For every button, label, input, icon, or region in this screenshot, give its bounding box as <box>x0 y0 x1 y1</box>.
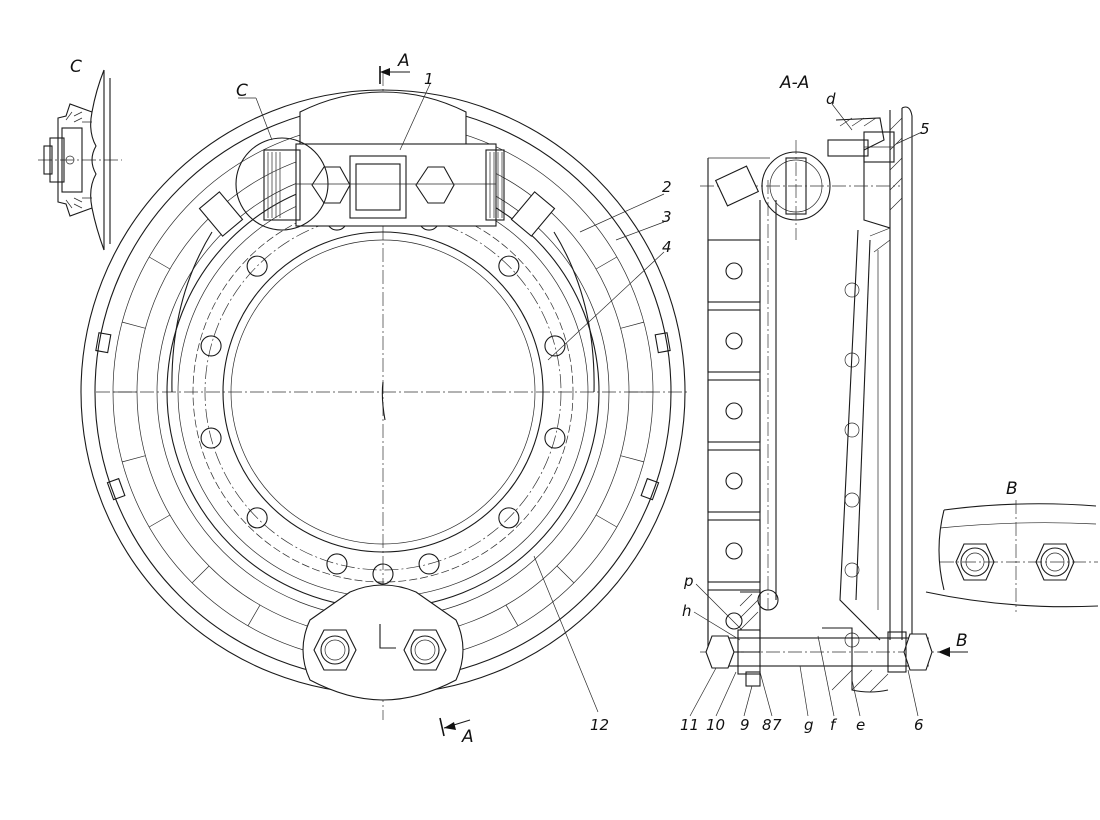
bolt-hole <box>246 507 268 529</box>
shoe-block <box>707 519 761 583</box>
shoe-ends <box>171 191 595 393</box>
drum-slots <box>95 332 671 501</box>
plate-hatching <box>839 117 903 253</box>
view-c-detail-label: C <box>70 57 82 77</box>
view-b-arrow-label: B <box>956 631 968 651</box>
part-4-label: 4 <box>662 238 672 256</box>
section-wheel-cylinder <box>700 131 900 240</box>
point-h-label: h <box>682 602 692 620</box>
bolt-hole <box>498 255 520 277</box>
wheel-cylinder <box>263 91 505 227</box>
anchor-bracket <box>302 563 464 701</box>
drum-rib <box>620 321 644 329</box>
section-a-top-mark: A <box>379 51 410 84</box>
drum-rib <box>191 565 210 584</box>
part-12-label: 12 <box>590 716 609 734</box>
section-a-top-label: A <box>397 51 410 71</box>
shoe-block <box>707 379 761 443</box>
part-5-label: 5 <box>920 120 930 138</box>
view-c-callout-label: C <box>236 81 248 101</box>
shoe-rivet-right <box>844 282 860 298</box>
shoe-rivet <box>725 332 743 350</box>
bolt-hole <box>326 553 348 575</box>
part-8-label: 8 <box>762 716 772 734</box>
part-3-label: 3 <box>662 208 672 226</box>
part-7-label: 7 <box>772 716 782 734</box>
part-10-label: 10 <box>706 716 725 734</box>
point-g-label: g <box>804 716 814 734</box>
view-b-nut-right <box>1035 543 1075 581</box>
point-e-label: e <box>856 716 865 734</box>
shoe-rivet-right <box>844 492 860 508</box>
shoe-rivet <box>725 262 743 280</box>
drum-slot <box>654 332 671 354</box>
bolt-hole <box>498 507 520 529</box>
section-shoe-blocks <box>707 239 860 653</box>
hub-bore <box>222 231 544 553</box>
drum-rib <box>556 565 575 584</box>
part-2-label: 2 <box>662 178 672 196</box>
drum-rib <box>620 455 644 463</box>
point-p-label: p <box>683 572 694 590</box>
shoe-rivet <box>725 542 743 560</box>
drum-rib <box>595 514 618 528</box>
shoe-rivet-right <box>844 422 860 438</box>
shoe-block <box>707 449 761 513</box>
drum-slot <box>106 477 126 501</box>
bolt-hole <box>246 255 268 277</box>
shoe-rivet <box>725 612 743 630</box>
drum-slot <box>95 332 112 354</box>
section-aa-title: A-A <box>779 73 809 93</box>
main-front-view: A A C 1 2 3 4 12 <box>80 51 690 747</box>
section-a-bottom-label: A <box>461 727 474 747</box>
detail-view-c: C <box>38 57 122 251</box>
view-b-nut-left <box>955 543 995 581</box>
drum-rib <box>148 514 171 528</box>
shoe-block <box>707 309 761 373</box>
drum-slot <box>640 477 660 501</box>
drum-rib <box>595 256 618 270</box>
detail-c-circle <box>235 137 329 231</box>
drum-rib <box>247 604 261 627</box>
shoe-rivet <box>725 402 743 420</box>
drum-rib <box>122 455 146 463</box>
leader-lines <box>238 83 665 713</box>
section-a-bottom-mark: A <box>439 717 474 747</box>
bolt-hole <box>544 335 566 357</box>
shoe-rivet-right <box>844 562 860 578</box>
section-anchor-bolt <box>700 589 940 693</box>
shoe-block <box>707 239 761 303</box>
drum-rib <box>148 256 171 270</box>
part-6-label: 6 <box>914 716 924 734</box>
part-11-label: 11 <box>680 716 699 734</box>
section-aa-view: A-A <box>680 73 968 734</box>
point-d-label: d <box>826 90 836 108</box>
part-9-label: 9 <box>740 716 750 734</box>
shoe-rivet <box>725 472 743 490</box>
detail-view-b: B <box>925 479 1099 612</box>
bolt-hole <box>418 553 440 575</box>
bolt-hole <box>544 427 566 449</box>
view-b-arrow: B <box>938 631 968 657</box>
drum-rib <box>505 604 519 627</box>
drum-rib <box>122 321 146 329</box>
view-b-title: B <box>1006 479 1018 499</box>
part-1-label: 1 <box>424 70 434 88</box>
bolt-hole <box>200 427 222 449</box>
point-f-label: f <box>830 716 838 734</box>
bolt-hole <box>200 335 222 357</box>
